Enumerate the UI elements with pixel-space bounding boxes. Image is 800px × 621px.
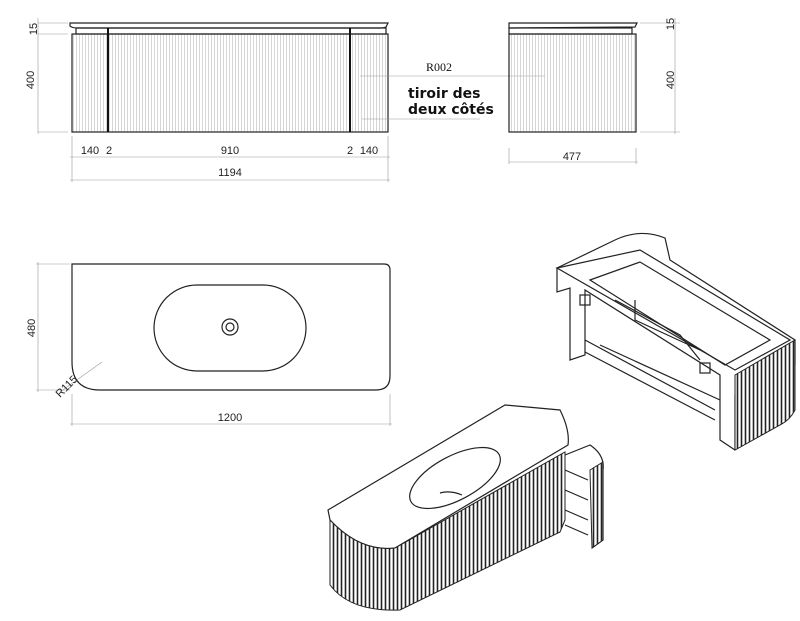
material-code: R002	[426, 60, 452, 74]
front-height-body: 400	[25, 71, 37, 89]
isometric-vanity-front-view	[327, 404, 604, 611]
side-depth: 477	[563, 151, 581, 163]
dim-left-gap: 2	[106, 145, 112, 157]
drain-icon	[221, 318, 239, 336]
dim-total-width: 1194	[218, 167, 242, 179]
side-view: 15 400 477	[508, 18, 680, 164]
top-depth: 480	[26, 319, 38, 337]
top-view: 480 R115 1200	[26, 262, 392, 426]
dim-left-panel: 140	[81, 145, 99, 157]
top-width: 1200	[218, 412, 242, 424]
note-line-1: tiroir des	[408, 86, 480, 102]
corner-radius: R115	[54, 374, 81, 401]
isometric-cabinet-back-view	[555, 232, 796, 451]
dim-right-panel: 140	[360, 145, 378, 157]
dim-center-drawer: 910	[221, 145, 239, 157]
note-line-2: deux côtés	[408, 102, 494, 118]
front-view: 15 400 140 2 910 2 140 1194	[25, 18, 390, 182]
dim-right-gap: 2	[347, 145, 353, 157]
front-height-top: 15	[28, 23, 40, 35]
annotation: R002 tiroir des deux côtés	[360, 60, 545, 120]
side-height-top: 15	[665, 18, 677, 30]
side-height-body: 400	[665, 71, 677, 89]
